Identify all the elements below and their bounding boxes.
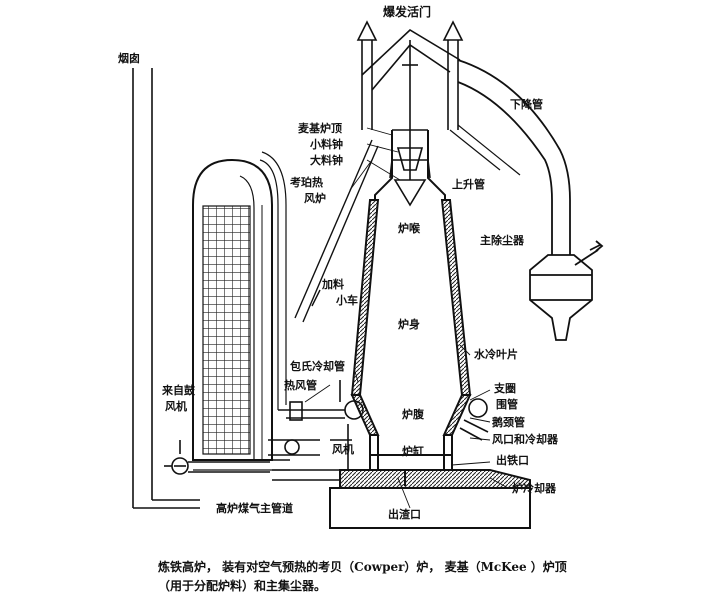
label-from-blower: 来自鼓	[161, 383, 196, 397]
label-cooling-plates: 水冷叶片	[474, 347, 518, 361]
label-cowper-stove: 考珀热	[290, 175, 323, 189]
label-large-bell: 大料钟	[310, 153, 343, 167]
label-uptake: 上升管	[452, 177, 485, 191]
hot-blast-piping	[268, 380, 364, 481]
figure-caption: 炼铁高炉， 装有对空气预热的考贝（Cowper）炉， 麦基（McKee ）炉顶 …	[158, 558, 698, 596]
label-gas-main: 高炉煤气主管道	[216, 501, 293, 515]
label-from-blower-2: 风机	[165, 399, 187, 413]
dust-catcher	[529, 240, 604, 341]
blower-inlet	[164, 440, 270, 475]
mckee-furnace-top	[356, 20, 464, 207]
label-mantle: 支圈	[493, 381, 516, 395]
label-skip-car-2: 小车	[335, 293, 358, 307]
caption-line-1: 炼铁高炉， 装有对空气预热的考贝（Cowper）炉， 麦基（McKee ）炉顶	[158, 560, 567, 574]
label-bosh-cooling-pipe: 包氏冷却管	[289, 359, 345, 373]
chimney-stack	[132, 68, 200, 509]
uptake-pipes	[449, 124, 521, 176]
cowper-stove	[192, 151, 290, 471]
downcomer-pipe	[457, 59, 571, 255]
caption-line-2: （用于分配炉料）和主集尘器。	[158, 579, 327, 593]
label-tuyere: 风机	[332, 442, 354, 456]
furnace-shell	[350, 130, 472, 470]
label-downcomer: 下降管	[510, 97, 543, 111]
label-hot-blast-main: 热风管	[284, 378, 317, 392]
label-gooseneck: 鹅颈管	[492, 415, 525, 429]
leader-lines	[304, 127, 509, 509]
label-cowper-stove-2: 风炉	[304, 191, 326, 205]
label-mckee-top: 麦基炉顶	[298, 121, 342, 135]
label-slag-notch: 出渣口	[388, 507, 421, 521]
label-bosh: 炉腹	[402, 407, 425, 421]
label-shaft: 炉身	[398, 317, 420, 331]
label-small-bell: 小料钟	[309, 137, 343, 151]
label-tap-hole: 出铁口	[496, 453, 529, 467]
bustle-pipe-right	[459, 398, 489, 441]
label-tuyere-cooler: 风口和冷却器	[492, 432, 559, 446]
label-hearth: 炉缸	[402, 444, 424, 458]
label-hearth-cooler: 炉冷却器	[512, 481, 557, 495]
hearth-base	[329, 454, 531, 529]
label-chimney: 烟囱	[118, 51, 140, 65]
label-skip-car: 加料	[321, 277, 344, 291]
skip-incline	[294, 139, 379, 323]
label-throat: 炉喉	[398, 221, 421, 235]
label-bustle-pipe: 围管	[496, 397, 518, 411]
label-explosion-valve: 爆发活门	[383, 4, 431, 19]
label-dust-catcher: 主除尘器	[480, 233, 525, 247]
